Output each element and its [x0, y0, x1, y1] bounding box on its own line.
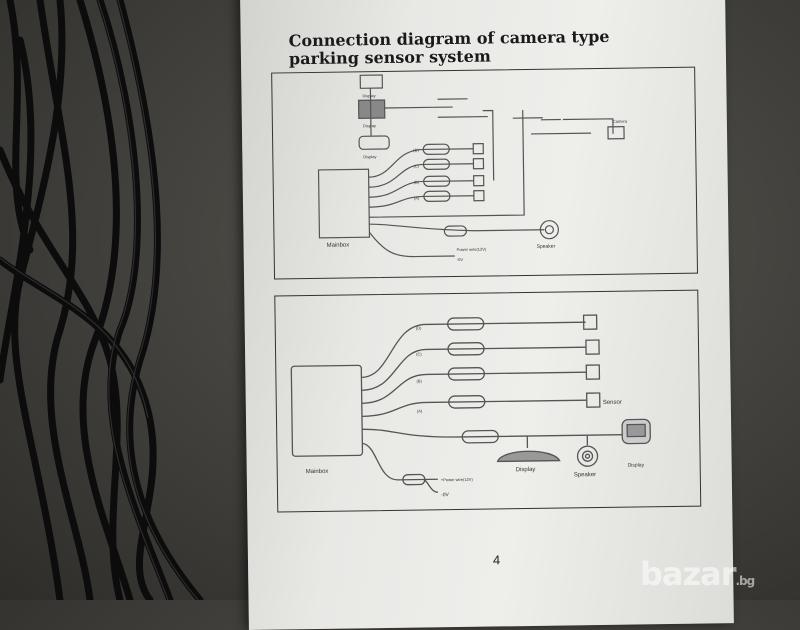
label-b: (B): [414, 180, 420, 185]
label-display-mirror: Display: [363, 154, 376, 159]
label-d: (D): [413, 148, 419, 153]
watermark-suffix: .bg: [735, 574, 756, 588]
label-d: (D): [416, 325, 422, 330]
label-display-top: Display: [362, 93, 375, 98]
page-number: 4: [492, 552, 501, 568]
label-c: (C): [416, 351, 422, 356]
label-a: (A): [414, 196, 420, 201]
label-display-lcd: Display: [628, 462, 645, 468]
sensor-connection-diagram: (D) (C) (B) (A) Sensor Mainbox Display S…: [274, 289, 702, 513]
manual-page: Connection diagram of camera type parkin…: [240, 0, 734, 630]
black-cable-coil: [0, 0, 204, 600]
label-speaker: Speaker: [574, 472, 596, 478]
label-power: +Power wire(12V): [441, 477, 474, 482]
label-b: (B): [416, 378, 422, 383]
label-display-bar: Display: [516, 467, 536, 473]
watermark-main: bazar: [640, 555, 736, 593]
label-display-mid: Display: [363, 123, 376, 128]
label-ground: -0V: [441, 492, 450, 498]
label-ground: -0V: [457, 257, 464, 262]
label-speaker: Speaker: [537, 244, 556, 250]
label-mainbox: Mainbox: [306, 469, 329, 475]
label-camera: Camera: [613, 119, 628, 124]
watermark: bazar.bg: [640, 555, 756, 593]
label-sensor: Sensor: [603, 400, 622, 406]
camera-connection-diagram: Display Display Display Camera (D) (C) (…: [271, 66, 699, 280]
title-line-2: parking sensor system: [288, 46, 491, 69]
label-power: Power wire(12V): [457, 247, 487, 252]
label-a: (A): [417, 408, 423, 413]
label-c: (C): [413, 164, 419, 169]
label-mainbox: Mainbox: [327, 242, 350, 248]
